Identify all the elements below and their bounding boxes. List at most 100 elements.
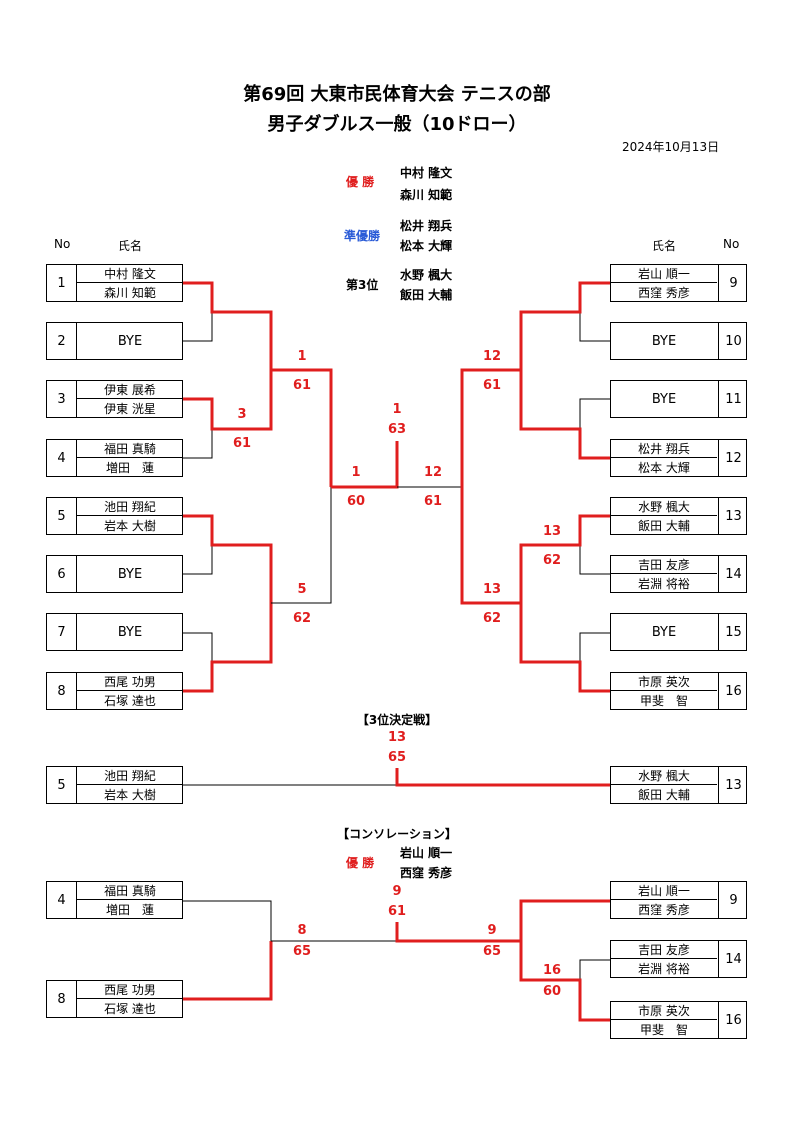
score-value: 63	[387, 422, 407, 437]
player-name: 森川 知範	[104, 285, 156, 300]
seed-number: 11	[718, 381, 748, 417]
winner-path	[460, 368, 521, 487]
bracket-line	[579, 398, 610, 429]
winner-path	[519, 281, 610, 370]
seed-number: 16	[718, 673, 748, 709]
bracket-line	[579, 959, 610, 980]
player-name: 岩淵 将裕	[638, 576, 690, 591]
seed-number: 14	[718, 941, 748, 977]
score-winner: 1	[351, 465, 361, 480]
winner-path	[271, 368, 333, 487]
header-name-right: 氏名	[652, 239, 677, 253]
consolation-winner-p2: 西窪 秀彦	[400, 866, 453, 880]
seed-number: 4	[47, 440, 77, 476]
player-name: 西窪 秀彦	[638, 902, 690, 917]
seed-number: 5	[47, 767, 77, 803]
bracket-line	[579, 632, 610, 662]
score-winner: 16	[542, 963, 562, 978]
player-name: 市原 英次	[611, 673, 717, 691]
winner-path	[183, 514, 273, 603]
runner-up-p2: 松本 大輝	[400, 239, 453, 253]
seed-number: 13	[718, 498, 748, 534]
score-value: 61	[292, 378, 312, 393]
player-name: 西尾 功男	[77, 673, 183, 691]
seed-number: 8	[47, 673, 77, 709]
player-name: 石塚 達也	[104, 693, 156, 708]
winner-path	[519, 899, 610, 941]
player-name: 水野 楓大	[611, 498, 717, 516]
seed-number: 14	[718, 556, 748, 592]
score-value: 60	[346, 494, 366, 509]
player-name: 岩本 大樹	[104, 518, 156, 533]
player-name: 池田 翔紀	[77, 498, 183, 516]
score-winner: 9	[487, 923, 497, 938]
third-p1: 水野 楓大	[400, 268, 453, 282]
header-name-left: 氏名	[118, 239, 143, 253]
score-value: 62	[292, 611, 312, 626]
winner-path	[519, 603, 610, 693]
runner-up-label: 準優勝	[344, 229, 381, 243]
bracket-line	[183, 900, 272, 941]
player-name: 西窪 秀彦	[638, 285, 690, 300]
third-place-heading: 【3位決定戦】	[356, 713, 438, 727]
seed-number: 15	[718, 614, 748, 650]
winner-p1: 中村 隆文	[400, 166, 453, 180]
player-name: 西尾 功男	[77, 981, 183, 999]
winner-path	[331, 441, 399, 489]
seed-number: 3	[47, 381, 77, 417]
score-value: 60	[542, 984, 562, 999]
player-name: 岩淵 将裕	[638, 961, 690, 976]
bye-label: BYE	[651, 391, 677, 407]
score-winner: 12	[482, 349, 502, 364]
player-name: 岩山 順一	[611, 882, 717, 900]
score-value: 62	[542, 553, 562, 568]
runner-up-p1: 松井 翔兵	[400, 219, 453, 233]
player-name: 吉田 友彦	[611, 556, 717, 574]
player-name: 飯田 大輔	[638, 787, 690, 802]
bye-label: BYE	[651, 333, 677, 349]
draw-entry: 11 BYE	[610, 380, 747, 418]
bracket-line	[183, 632, 213, 662]
winner-path	[395, 768, 610, 787]
score-winner: 3	[237, 407, 247, 422]
consolation-heading: 【コンソレーション】	[337, 827, 457, 841]
seed-number: 9	[718, 882, 748, 918]
score-value: 65	[387, 750, 407, 765]
score-winner: 8	[297, 923, 307, 938]
score-value: 61	[423, 494, 443, 509]
seed-number: 5	[47, 498, 77, 534]
score-value: 61	[482, 378, 502, 393]
seed-number: 8	[47, 981, 77, 1017]
winner-path	[183, 603, 273, 693]
player-name: 伊東 洸星	[104, 401, 156, 416]
score-value: 65	[292, 944, 312, 959]
bracket-line	[579, 283, 610, 342]
seed-number: 16	[718, 1002, 748, 1038]
player-name: 甲斐 智	[639, 693, 688, 708]
player-name: 増田 蓮	[105, 460, 154, 475]
winner-p2: 森川 知範	[400, 188, 453, 202]
player-name: 飯田 大輔	[638, 518, 690, 533]
player-name: 石塚 達也	[104, 1001, 156, 1016]
winner-path	[519, 370, 610, 460]
player-name: 松井 翔兵	[611, 440, 717, 458]
player-name: 伊東 展希	[77, 381, 183, 399]
winner-path	[183, 281, 273, 370]
